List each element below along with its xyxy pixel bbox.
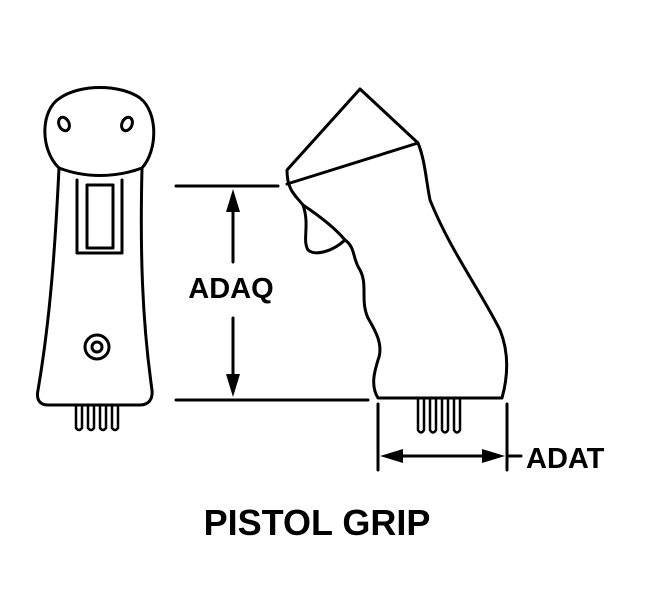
height-dimension: ADAQ [174,184,370,402]
width-dimension: ADAT [376,402,605,475]
height-arrow-up [226,189,240,212]
trigger-slot-inner [85,183,115,250]
width-arrow-left [380,449,403,463]
front-view-outline [36,86,156,407]
diagram-title: PISTOL GRIP [204,502,431,543]
trigger-guard-curve [301,203,347,242]
width-arrow-right [482,449,505,463]
right-screw-hole [120,115,134,133]
width-dimension-label: ADAT [526,443,605,475]
side-view [285,87,509,434]
side-view-outline [285,87,509,400]
side-view-connector-pins [416,396,462,434]
height-arrow-down [226,374,240,397]
height-dimension-label: ADAQ [188,273,273,305]
top-hood-edge [285,141,420,186]
mounting-ring-inner [90,340,104,354]
trigger-slot [75,178,124,255]
front-view-cap-line [57,166,144,177]
front-view [36,86,156,432]
mounting-ring-outer [83,333,111,361]
left-screw-hole [57,115,71,133]
front-view-connector-pins [74,403,120,432]
